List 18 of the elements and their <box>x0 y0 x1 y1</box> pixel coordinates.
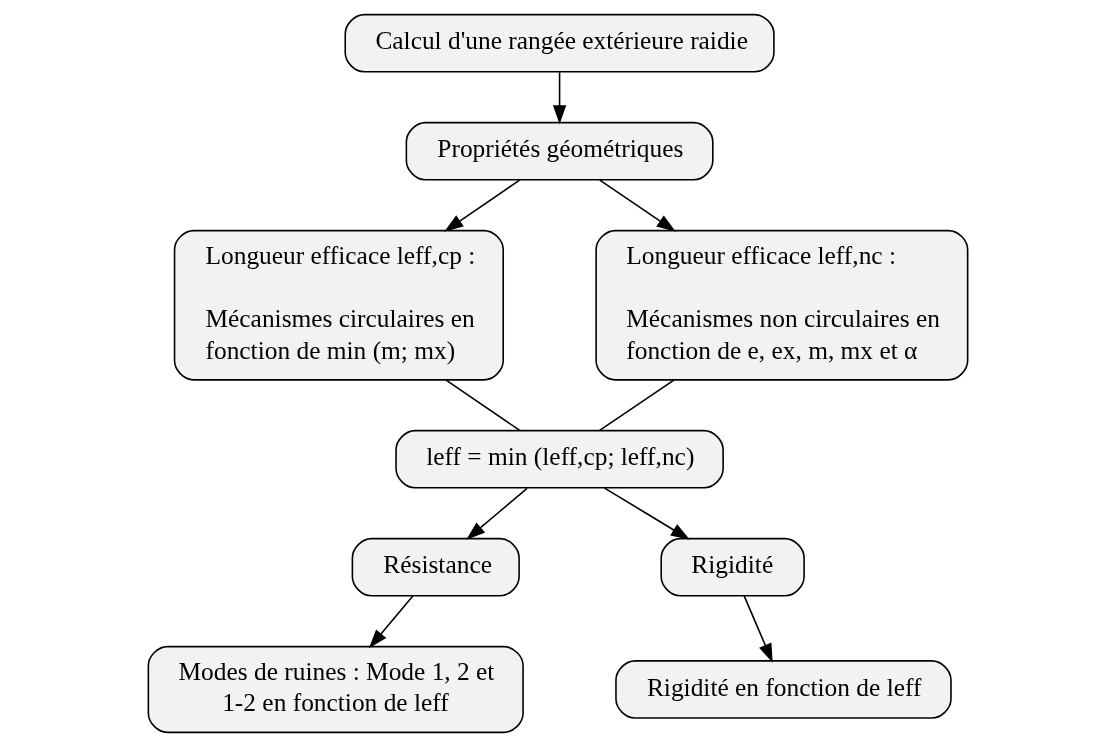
node-box: Propriétés géométriques <box>405 121 714 181</box>
node-box: Calcul d'une rangée extérieure raidie <box>343 13 775 73</box>
arrow <box>443 179 520 232</box>
arrow <box>552 71 566 125</box>
arrow <box>603 487 690 540</box>
node-box: Résistance <box>351 537 520 597</box>
node-box: Rigidité <box>659 537 805 597</box>
node-box: Modes de ruines : Mode 1, 2 et 1-2 en fonction de leff <box>147 645 524 734</box>
node-box: leff = min (leff,cp; leff,nc) <box>394 429 724 489</box>
node-box: Longueur efficace leff,nc : Mécanismes non circulaires en fonction de e, ex, m, mx et α <box>594 229 968 381</box>
arrow <box>465 487 528 540</box>
connector <box>598 379 675 432</box>
arrow <box>742 595 773 663</box>
node-box: Longueur efficace leff,cp : Mécanismes circulaires en fonction de min (m; mx) <box>173 229 504 381</box>
arrow <box>368 595 414 649</box>
connector <box>444 379 521 432</box>
arrow <box>598 179 676 232</box>
node-box: Rigidité en fonction de leff <box>614 660 952 719</box>
